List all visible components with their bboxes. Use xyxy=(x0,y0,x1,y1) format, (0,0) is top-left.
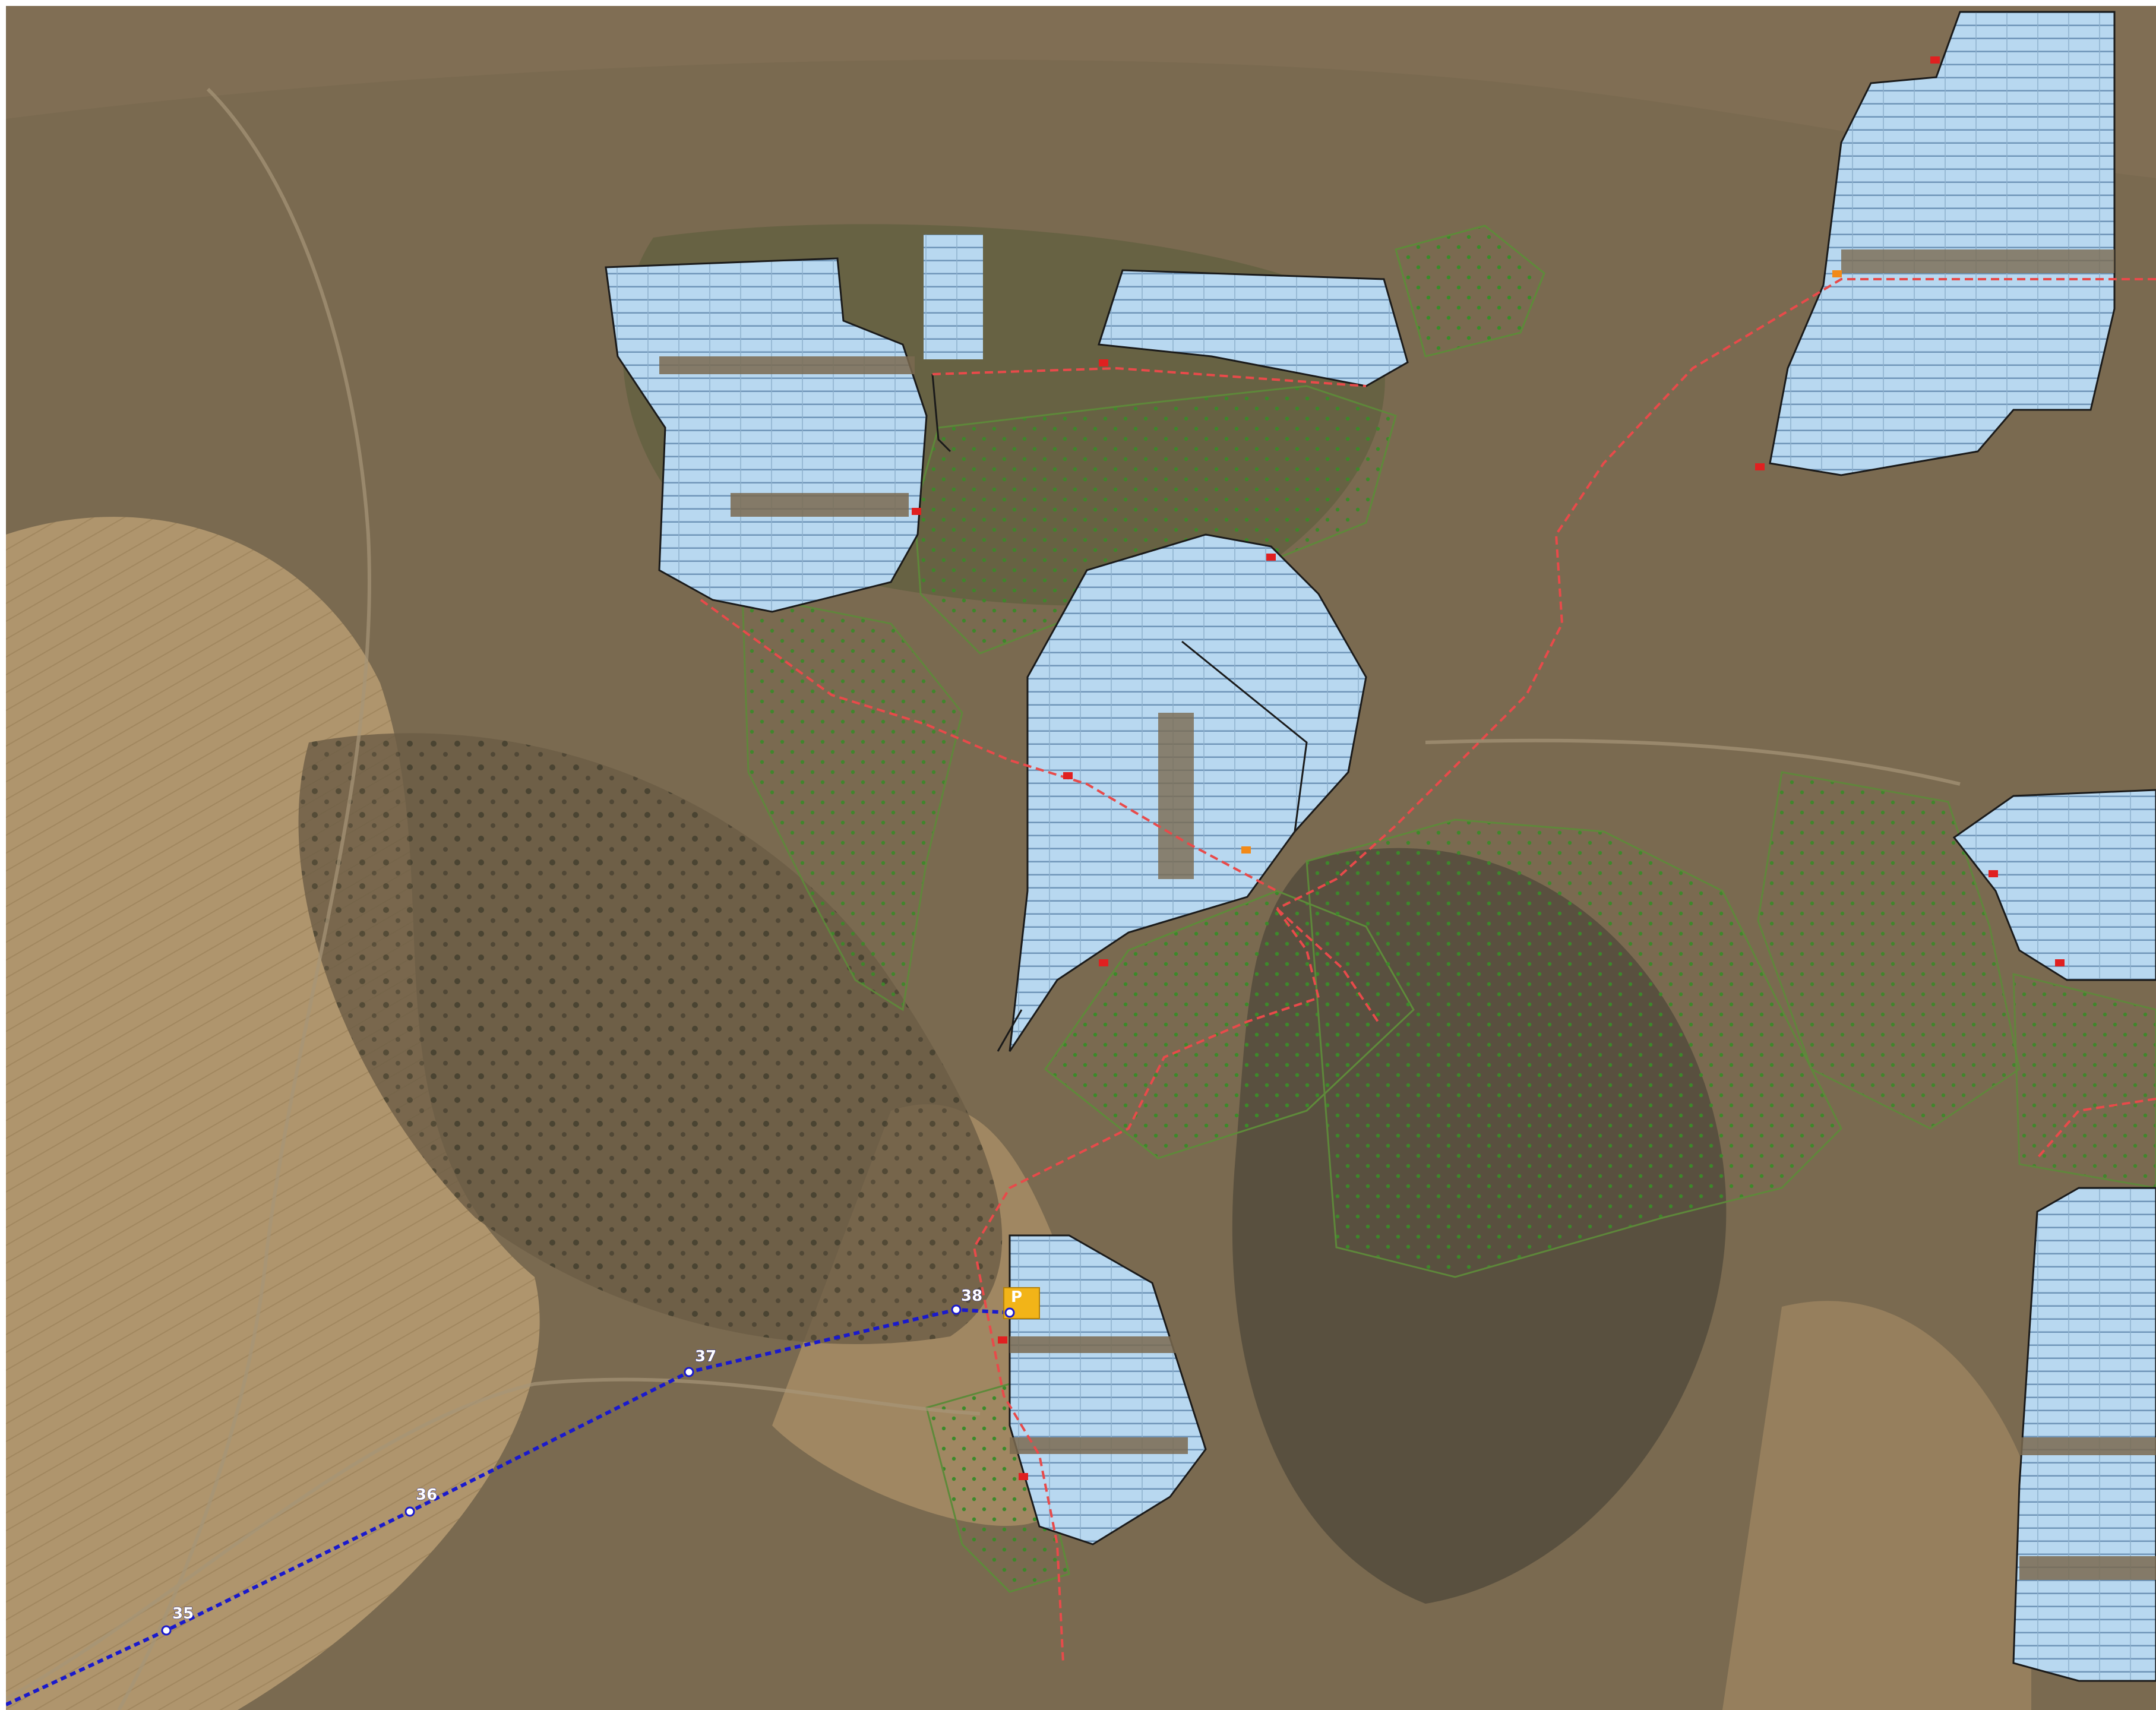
pylon-markers[interactable]: 35 36 37 38 xyxy=(161,1287,983,1636)
pylon-label-35: 35 xyxy=(172,1605,194,1623)
solar-field-se xyxy=(2012,1187,2156,1682)
pylon-36[interactable]: 36 xyxy=(404,1486,438,1517)
substation-marker-icon xyxy=(1004,1307,1015,1318)
pylon-label-36: 36 xyxy=(416,1486,437,1504)
pylon-marker-icon xyxy=(684,1367,694,1377)
pylon-38[interactable]: 38 xyxy=(951,1287,983,1315)
pylon-37[interactable]: 37 xyxy=(684,1348,717,1377)
roads xyxy=(5,87,1961,1710)
solar-field-n-strip xyxy=(924,235,983,359)
green-areas xyxy=(741,225,2156,1593)
solar-field-south xyxy=(1009,1234,1207,1545)
pylon-label-38: 38 xyxy=(961,1287,982,1305)
pylon-marker-icon xyxy=(161,1625,172,1636)
substation[interactable]: P xyxy=(1003,1287,1040,1319)
solar-field-e xyxy=(1952,789,2156,981)
inverters xyxy=(912,56,2065,1480)
plot-boundaries xyxy=(931,374,1308,1052)
solar-fields xyxy=(605,11,2156,1682)
power-line xyxy=(5,1307,1010,1706)
pylon-marker-icon xyxy=(404,1506,415,1517)
solar-field-ne xyxy=(1769,11,2116,476)
cable-routes xyxy=(700,278,2156,1664)
solar-field-nw xyxy=(605,257,928,613)
substation-label: P xyxy=(1011,1288,1022,1306)
pylon-label-37: 37 xyxy=(695,1348,716,1366)
pylon-marker-icon xyxy=(951,1304,962,1315)
pylon-35[interactable]: 35 xyxy=(161,1605,194,1636)
